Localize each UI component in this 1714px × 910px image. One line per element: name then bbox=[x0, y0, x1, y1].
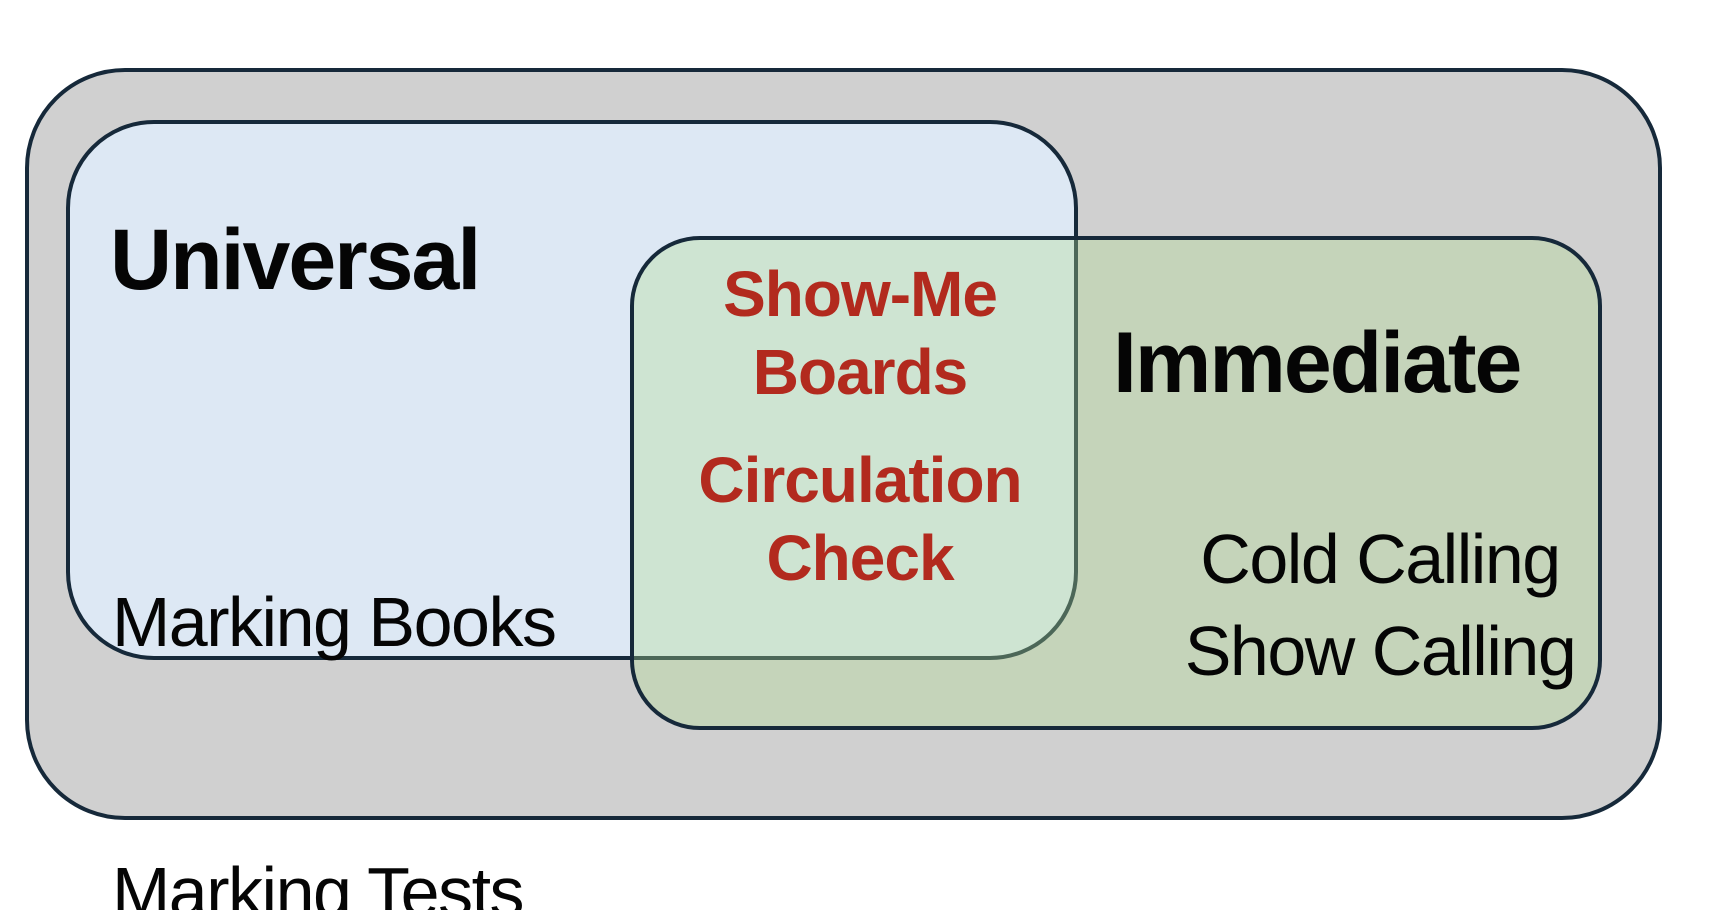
universal-set-title: Universal bbox=[110, 212, 481, 308]
list-item: Show Calling bbox=[1184, 612, 1577, 690]
immediate-set-items: Cold Calling Show Calling bbox=[1150, 513, 1610, 697]
immediate-set-title: Immediate bbox=[1113, 315, 1522, 411]
list-item: Marking Tests bbox=[112, 853, 525, 910]
immediate-set-region bbox=[630, 236, 1602, 730]
list-item: Cold Calling bbox=[1200, 520, 1561, 598]
intersection-item: Show-Me Boards bbox=[723, 258, 998, 408]
intersection-item: Circulation Check bbox=[698, 444, 1022, 594]
list-item: Marking Books bbox=[112, 583, 557, 661]
universal-set-items: Marking Books Marking Tests bbox=[112, 397, 557, 910]
universal-set-region bbox=[66, 120, 1078, 660]
intersection-items: Show-Me Boards Circulation Check bbox=[640, 255, 1080, 597]
